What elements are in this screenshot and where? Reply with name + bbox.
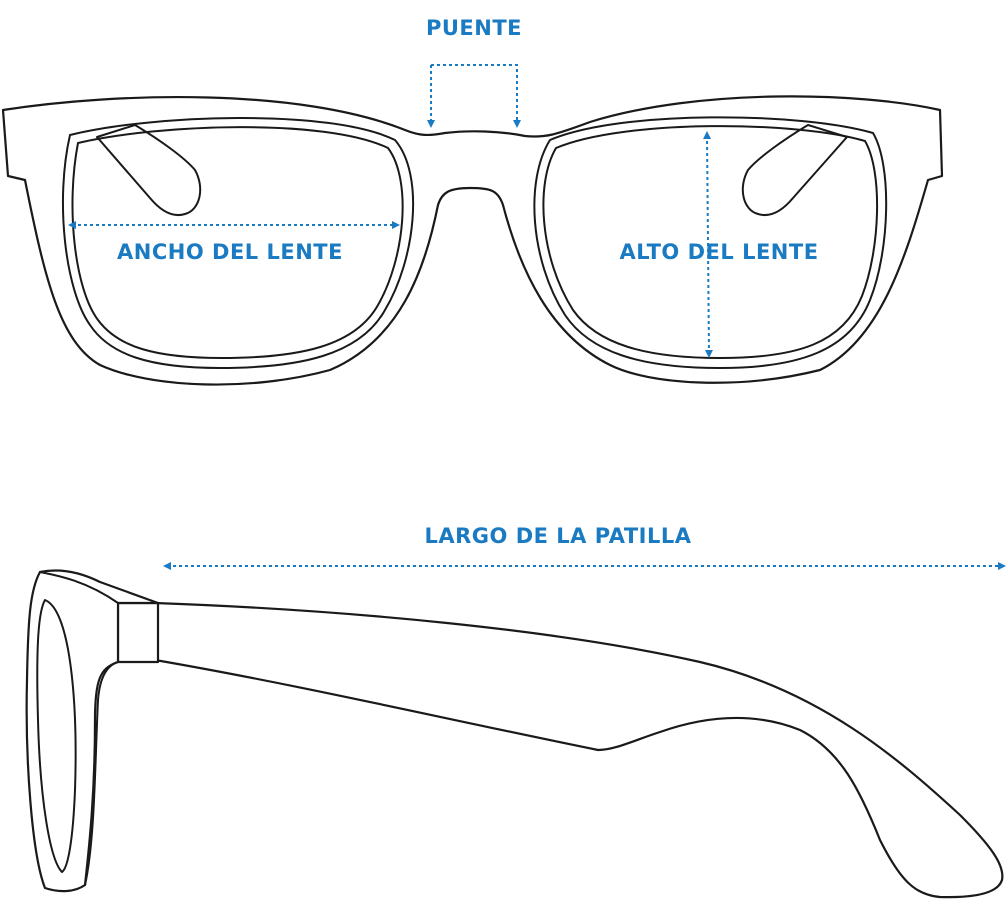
bridge-indicator [431, 64, 521, 128]
glasses-side-view [25, 569, 1004, 899]
right-nose-pad [741, 124, 848, 216]
measurement-bridge: PUENTE [426, 16, 522, 128]
bridge-label: PUENTE [426, 16, 522, 40]
lens-side-edge [36, 599, 77, 873]
lens-width-label: ANCHO DEL LENTE [117, 240, 343, 264]
measurement-temple-length: LARGO DE LA PATILLA [163, 524, 1006, 570]
measurement-lens-height: ALTO DEL LENTE [619, 131, 818, 358]
left-lens-rim [61, 117, 415, 369]
frame-side-inner-edge [84, 661, 119, 886]
frame-side-top-edge [39, 571, 119, 604]
right-lens-rim [533, 116, 888, 369]
measurement-lens-width: ANCHO DEL LENTE [68, 221, 400, 264]
hinge-block [116, 601, 160, 664]
temple-arm [153, 601, 1004, 899]
lens-height-arrow [703, 131, 713, 358]
temple-length-label: LARGO DE LA PATILLA [425, 524, 692, 548]
right-lens [542, 125, 879, 359]
left-nose-pad [96, 124, 202, 216]
left-lens [71, 126, 404, 359]
lens-height-label: ALTO DEL LENTE [619, 240, 818, 264]
